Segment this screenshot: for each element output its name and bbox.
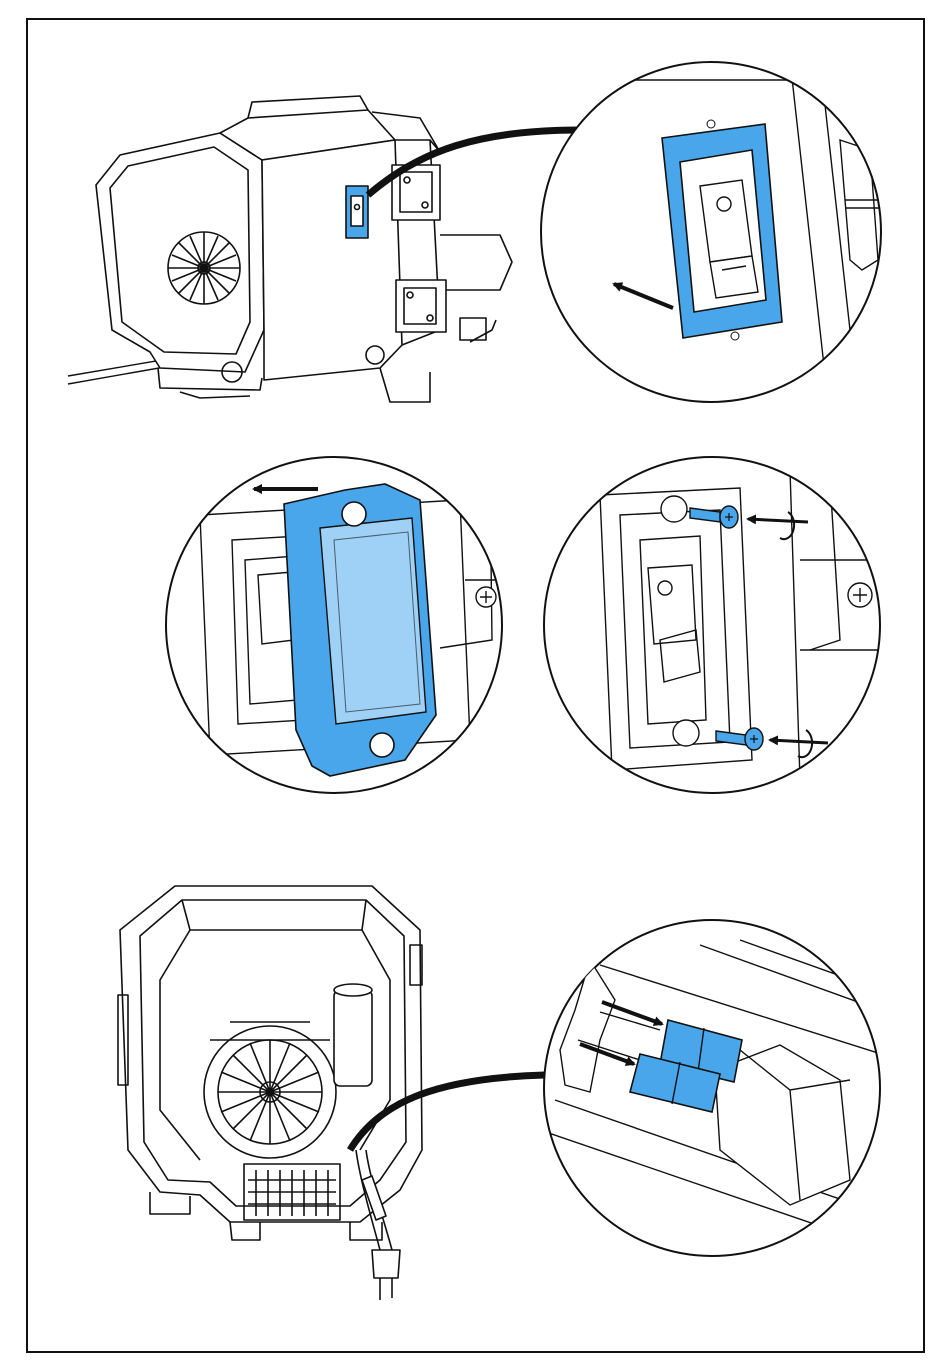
zoom-circle-wire-connectors (540, 920, 900, 1256)
fan-impeller-icon (168, 232, 240, 304)
rocker-switch-in-frame (662, 120, 782, 340)
zoom-circle-unscrew (544, 457, 880, 793)
appliance-side-view (68, 96, 512, 402)
zoom-circle-switch (541, 60, 900, 420)
switch-cover-frame (284, 484, 436, 776)
zoom-circle-frame-removal (166, 457, 520, 793)
appliance-bottom-view (118, 886, 422, 1300)
power-plug-icon (372, 1250, 400, 1300)
